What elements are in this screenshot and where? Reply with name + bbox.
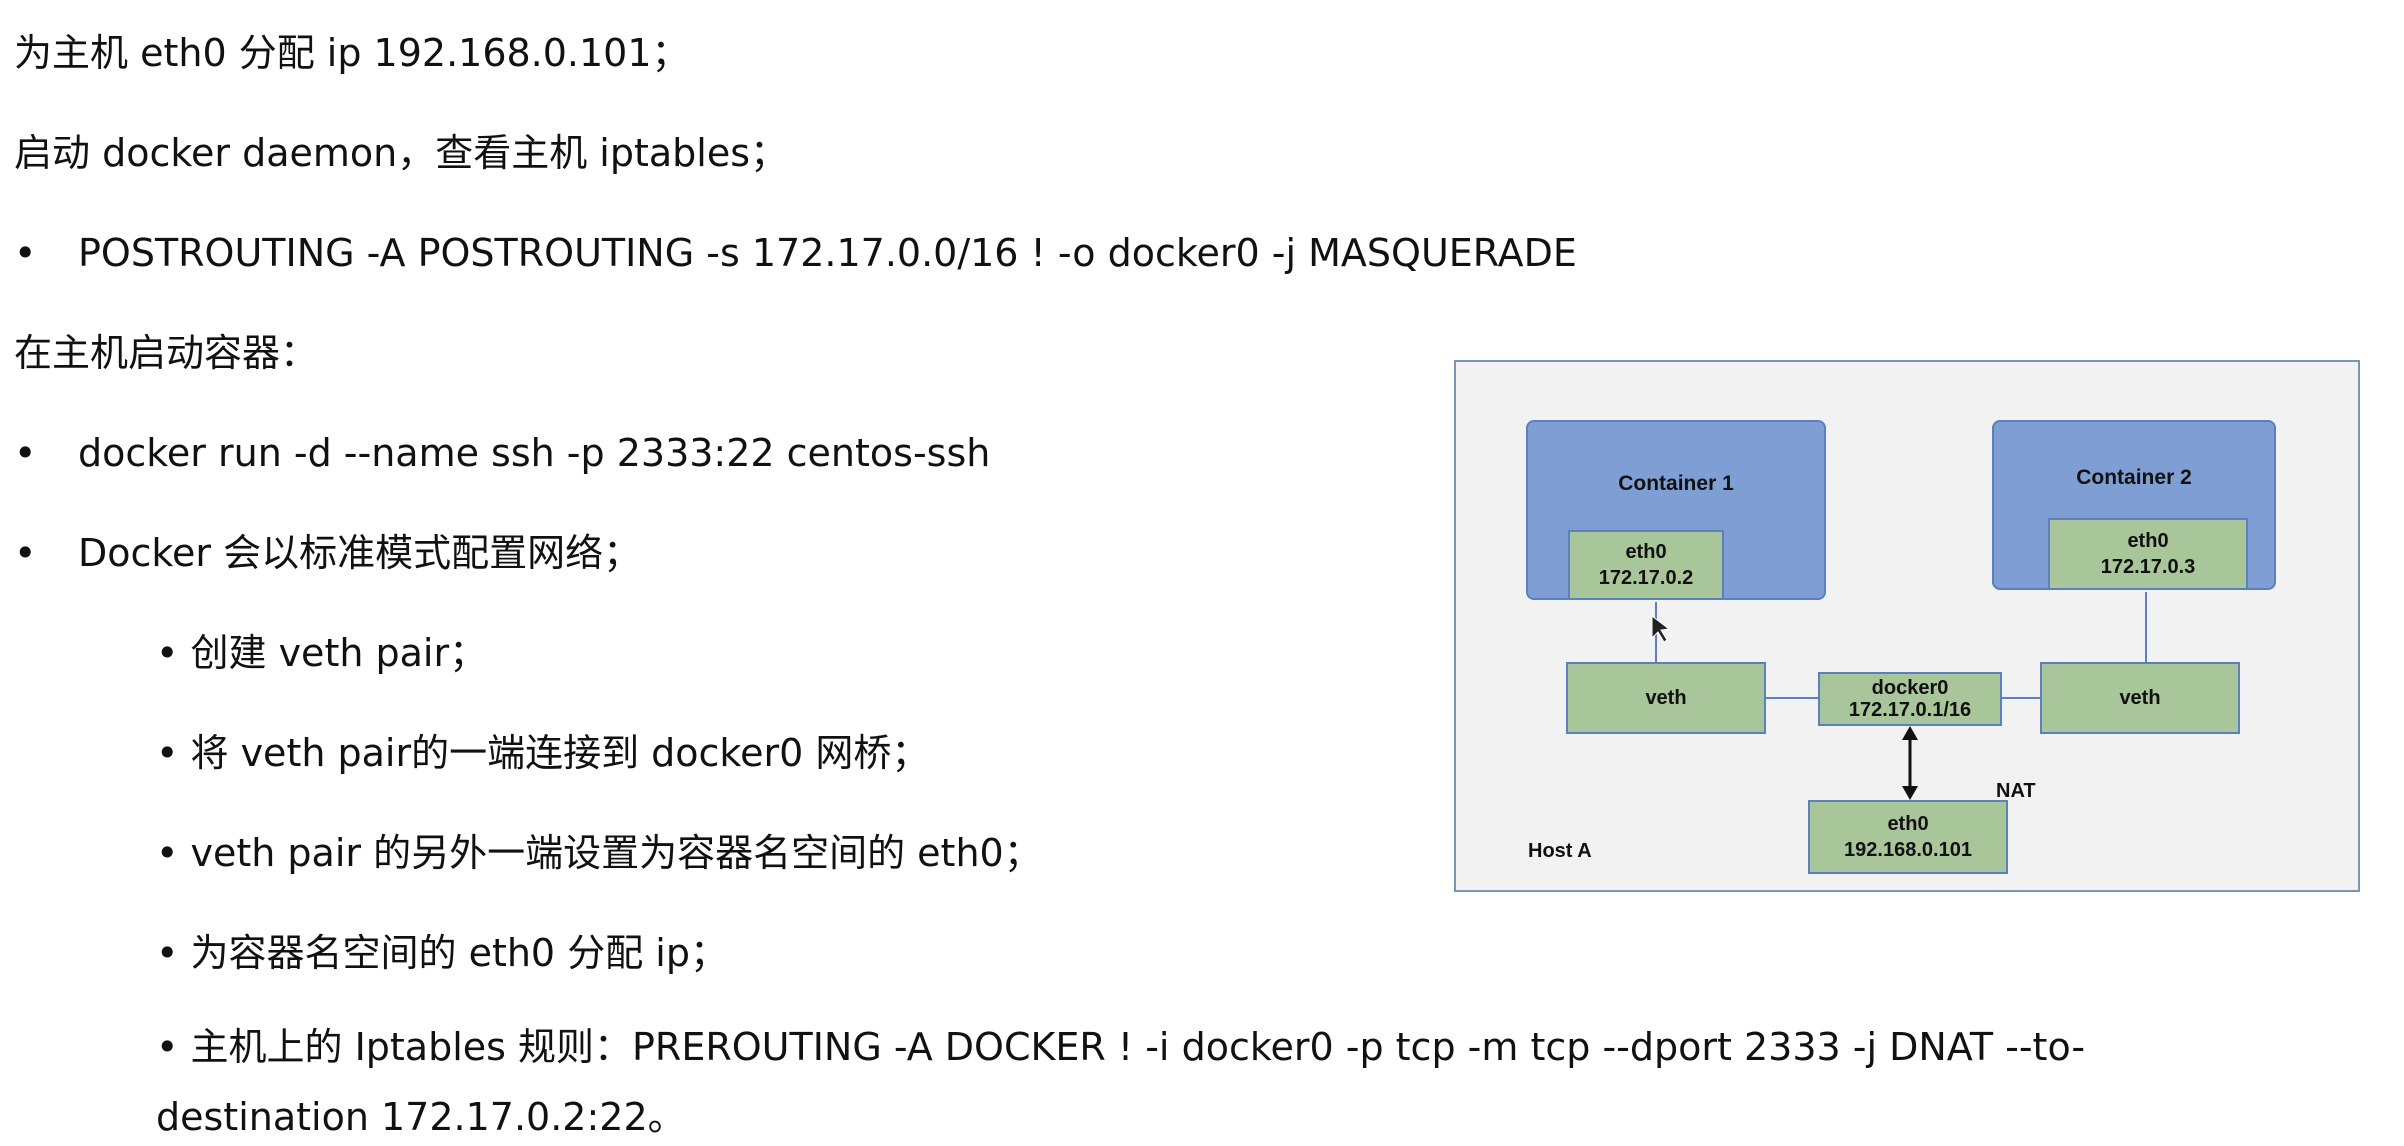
container-1-eth-name: eth0 — [1625, 541, 1667, 563]
text-line-docker-run: docker run -d --name ssh -p 2333:22 cent… — [78, 431, 991, 475]
text-line-set-eth0: • veth pair 的另外一端设置为容器名空间的 eth0； — [156, 831, 1042, 875]
container-2-eth-name: eth0 — [2127, 530, 2169, 552]
host-eth0: eth0 192.168.0.101 — [1808, 800, 2008, 874]
container-1-title: Container 1 — [1618, 472, 1734, 495]
host-a-label: Host A — [1528, 840, 1592, 862]
text-line-docker-network: Docker 会以标准模式配置网络； — [78, 531, 642, 575]
network-diagram: Container 1 eth0 172.17.0.2 Container 2 … — [1454, 360, 2360, 892]
container-1-eth-ip: 172.17.0.2 — [1598, 567, 1694, 589]
text-line-postrouting: POSTROUTING -A POSTROUTING -s 172.17.0.0… — [78, 231, 1577, 275]
veth-right: veth — [2040, 662, 2240, 734]
container-2: Container 2 eth0 172.17.0.3 — [1992, 420, 2276, 590]
text-line-iptables-rule-cont: destination 172.17.0.2:22。 — [156, 1095, 686, 1139]
text-line-start-container: 在主机启动容器： — [14, 331, 319, 375]
bridge-ip: 172.17.0.1/16 — [1848, 699, 1972, 721]
text-line-assign-container-ip: • 为容器名空间的 eth0 分配 ip； — [156, 931, 728, 975]
veth-left: veth — [1566, 662, 1766, 734]
arrow-down-icon — [1902, 786, 1918, 800]
nat-label: NAT — [1996, 780, 2036, 802]
host-eth-ip: 192.168.0.101 — [1844, 839, 1972, 861]
container-2-eth0: eth0 172.17.0.3 — [2048, 518, 2248, 590]
container-2-title: Container 2 — [2076, 466, 2192, 489]
text-line-connect-bridge: • 将 veth pair的一端连接到 docker0 网桥； — [156, 731, 930, 775]
bridge-name: docker0 — [1871, 677, 1949, 699]
text-line-iptables-rule: • 主机上的 Iptables 规则：PREROUTING -A DOCKER … — [156, 1025, 2086, 1069]
text-line-create-veth: • 创建 veth pair； — [156, 631, 488, 675]
text-line-assign-ip: 为主机 eth0 分配 ip 192.168.0.101； — [14, 31, 690, 75]
host-eth-name: eth0 — [1887, 813, 1929, 835]
text-line-start-daemon: 启动 docker daemon，查看主机 iptables； — [14, 131, 789, 175]
docker0-bridge: docker0 172.17.0.1/16 — [1818, 672, 2002, 726]
container-1: Container 1 eth0 172.17.0.2 — [1526, 420, 1826, 600]
container-1-eth0: eth0 172.17.0.2 — [1568, 530, 1724, 600]
bullet-icon: • — [14, 431, 37, 475]
container-2-eth-ip: 172.17.0.3 — [2100, 556, 2196, 578]
bullet-icon: • — [14, 531, 37, 575]
cursor-icon — [1651, 614, 1671, 643]
arrow-up-icon — [1902, 726, 1918, 740]
bullet-icon: • — [14, 231, 37, 275]
